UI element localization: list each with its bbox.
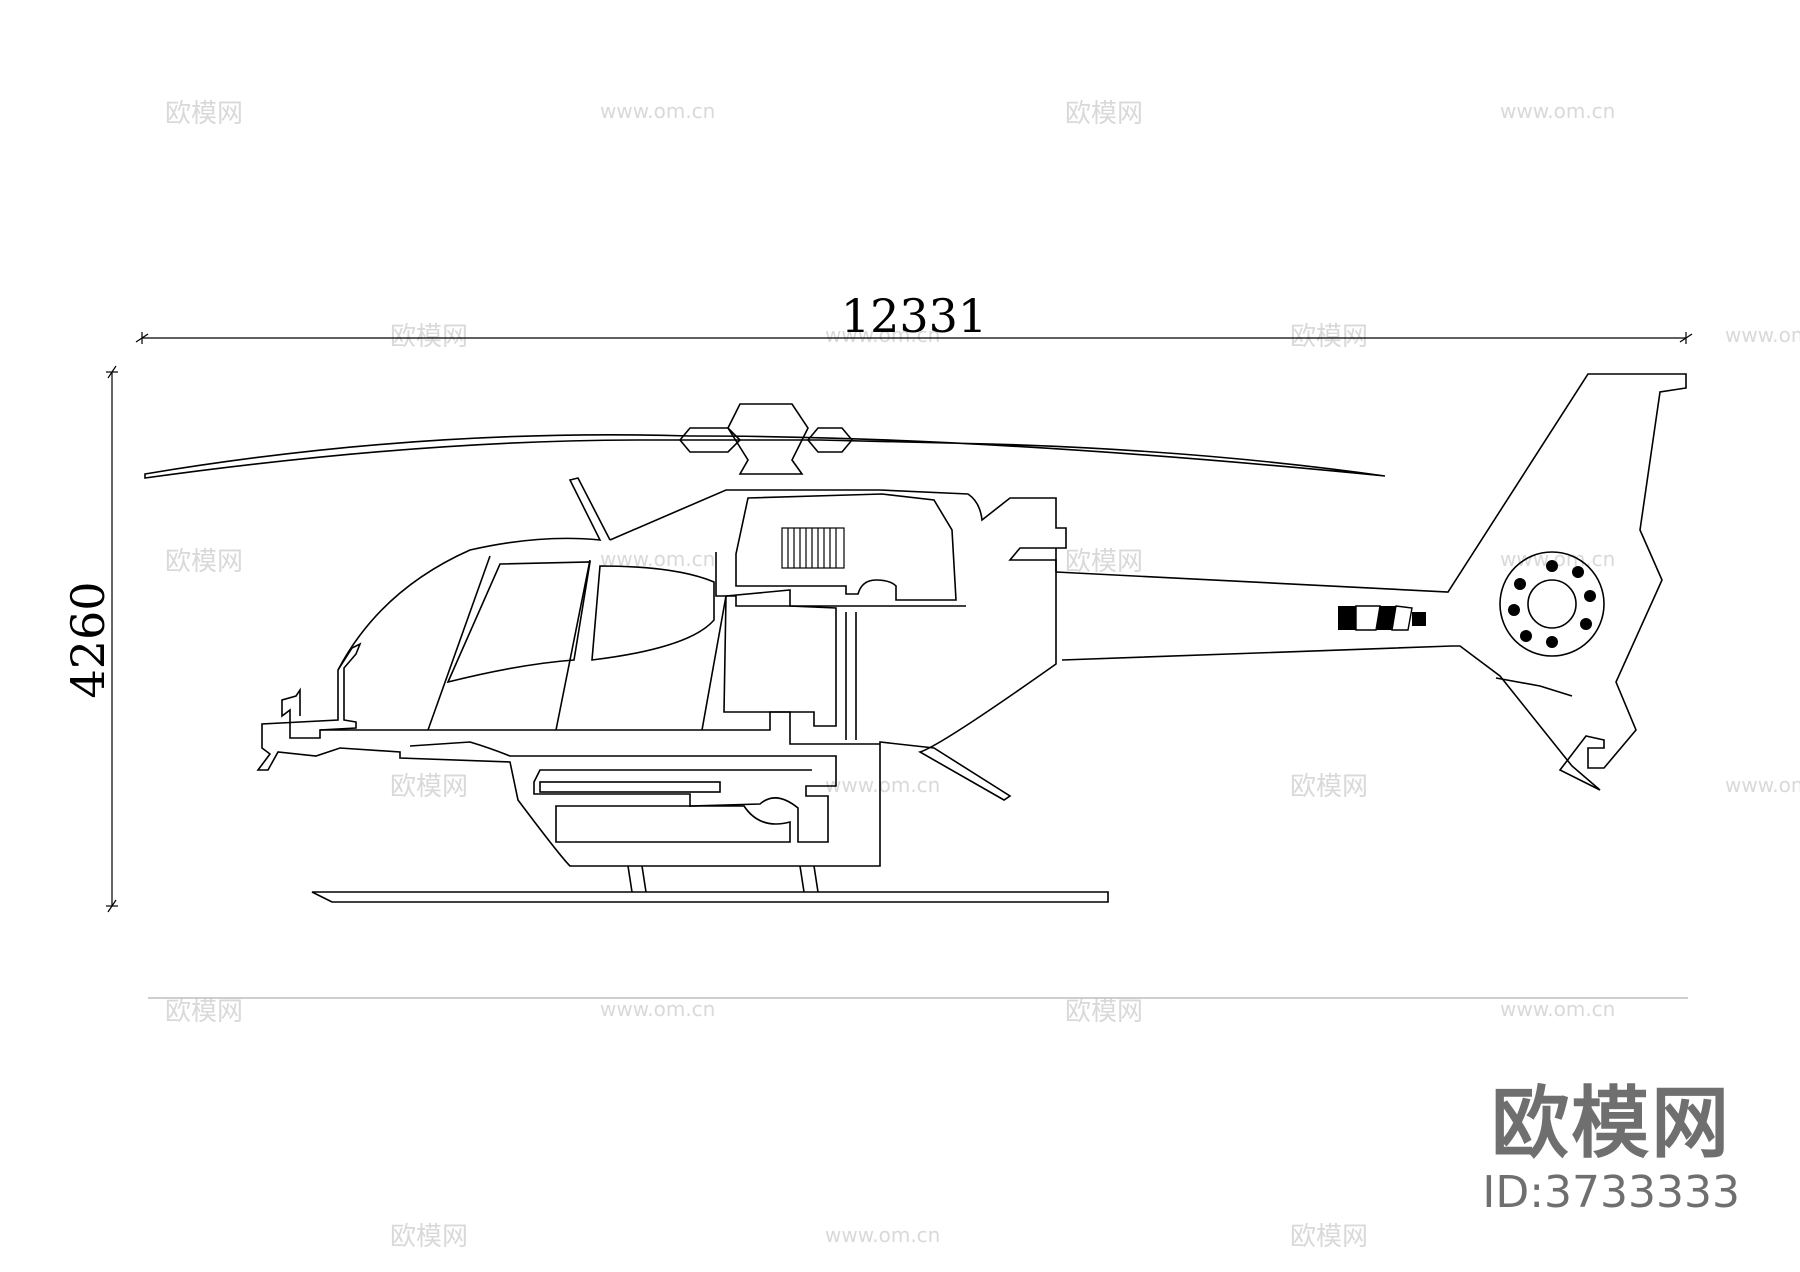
watermark: 欧模网 <box>1065 997 1143 1027</box>
watermark-layer: 欧模网 www.om.cn 欧模网 www.om.cn 欧模网 www.om.c… <box>165 99 1800 1252</box>
tail-fin-inner <box>1495 677 1573 697</box>
watermark: 欧模网 <box>1290 772 1368 802</box>
fenestron <box>1499 551 1605 657</box>
rotor-hub-left-clamp <box>678 427 742 453</box>
rotor-hub <box>727 403 809 475</box>
watermark-url: www.om.cn <box>600 997 715 1021</box>
watermark-url: www.om.cn <box>1725 773 1800 797</box>
rotor-hub-right-clamp <box>806 427 854 453</box>
watermark: 欧模网 <box>1290 322 1368 352</box>
tail-stripe-marking <box>1338 605 1426 631</box>
height-dimension-label: 4260 <box>61 581 115 698</box>
width-dimension-label: 12331 <box>841 289 987 343</box>
nose-probe <box>281 642 362 739</box>
height-dimension-line <box>106 365 118 913</box>
watermark-url: www.om.cn <box>1500 997 1615 1021</box>
landing-skid <box>311 891 1109 903</box>
skid-strut-front <box>627 865 647 893</box>
side-window-front <box>591 565 715 661</box>
engine-fairing <box>609 489 1067 572</box>
tail-boom <box>1055 373 1687 791</box>
cockpit-canopy <box>337 477 611 671</box>
watermark: 欧模网 <box>1065 547 1143 577</box>
main-rotor-blade <box>144 434 1386 479</box>
brand-name: 欧模网 <box>1491 1079 1732 1169</box>
watermark-url: www.om.cn <box>600 547 715 571</box>
brand-id: ID:3733333 <box>1482 1167 1740 1218</box>
skid-strut-rear <box>799 865 819 893</box>
lower-compartment <box>409 741 837 843</box>
cabin-floor <box>320 711 880 745</box>
front-windscreen <box>446 561 591 684</box>
exhaust-grille <box>781 527 845 569</box>
cabin-window <box>723 589 837 727</box>
width-dimension-line <box>135 332 1693 344</box>
watermark: 欧模网 <box>1065 99 1143 129</box>
fuselage-outline <box>256 548 1057 867</box>
watermark: 欧模网 <box>165 997 243 1027</box>
bay-rail <box>539 781 721 793</box>
watermark: 欧模网 <box>390 1222 468 1252</box>
watermark-url: www.om.cn <box>825 323 940 347</box>
watermark: 欧模网 <box>1290 1222 1368 1252</box>
watermark-url: www.om.cn <box>1725 323 1800 347</box>
watermark-url: www.om.cn <box>825 773 940 797</box>
cabin-frame <box>427 552 966 740</box>
watermark: 欧模网 <box>390 772 468 802</box>
watermark-url: www.om.cn <box>600 99 715 123</box>
watermark: 欧模网 <box>165 99 243 129</box>
watermark-url: www.om.cn <box>825 1223 940 1247</box>
watermark: 欧模网 <box>165 547 243 577</box>
bay-panel <box>555 805 791 843</box>
watermark-url: www.om.cn <box>1500 99 1615 123</box>
engine-cowling <box>735 493 957 601</box>
watermark: 欧模网 <box>390 322 468 352</box>
helicopter-drawing <box>144 373 1687 903</box>
brand-block: 欧模网 ID:3733333 <box>1482 1085 1740 1220</box>
